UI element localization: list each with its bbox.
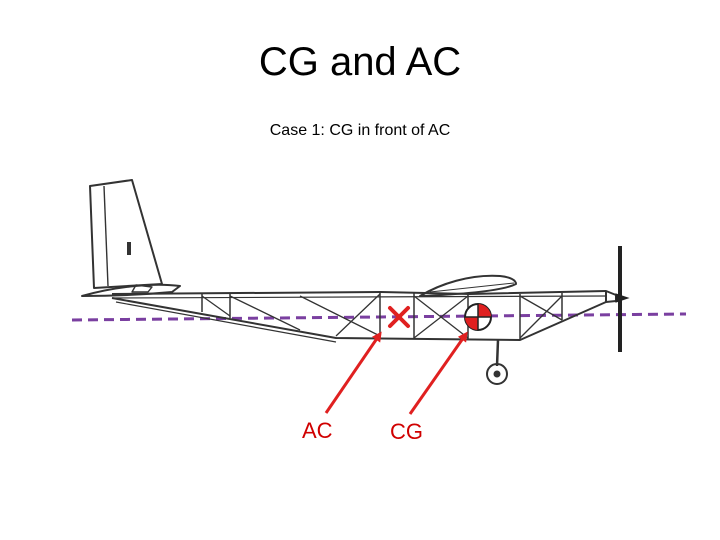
x-mark-icon xyxy=(388,306,410,328)
slide-subtitle: Case 1: CG in front of AC xyxy=(269,122,451,139)
landing-gear-strut xyxy=(495,339,500,367)
ac-label: AC xyxy=(302,418,333,443)
cg-arrow xyxy=(408,331,468,415)
cg-label: CG xyxy=(390,419,423,444)
reference-line xyxy=(71,312,687,322)
fuselage-bottom xyxy=(111,297,607,341)
ac-arrow xyxy=(324,331,382,414)
wing xyxy=(419,274,517,297)
propeller xyxy=(615,246,630,352)
fuselage-top xyxy=(111,290,607,295)
horizontal-stabilizer xyxy=(81,283,181,297)
landing-gear-wheel xyxy=(486,363,508,385)
slide-title: CG and AC xyxy=(258,40,462,84)
tail-mark xyxy=(127,242,131,255)
nose xyxy=(605,290,617,303)
cg-symbol-icon xyxy=(464,303,492,331)
vertical-tail xyxy=(89,179,163,289)
airframe-sketch xyxy=(81,179,617,385)
